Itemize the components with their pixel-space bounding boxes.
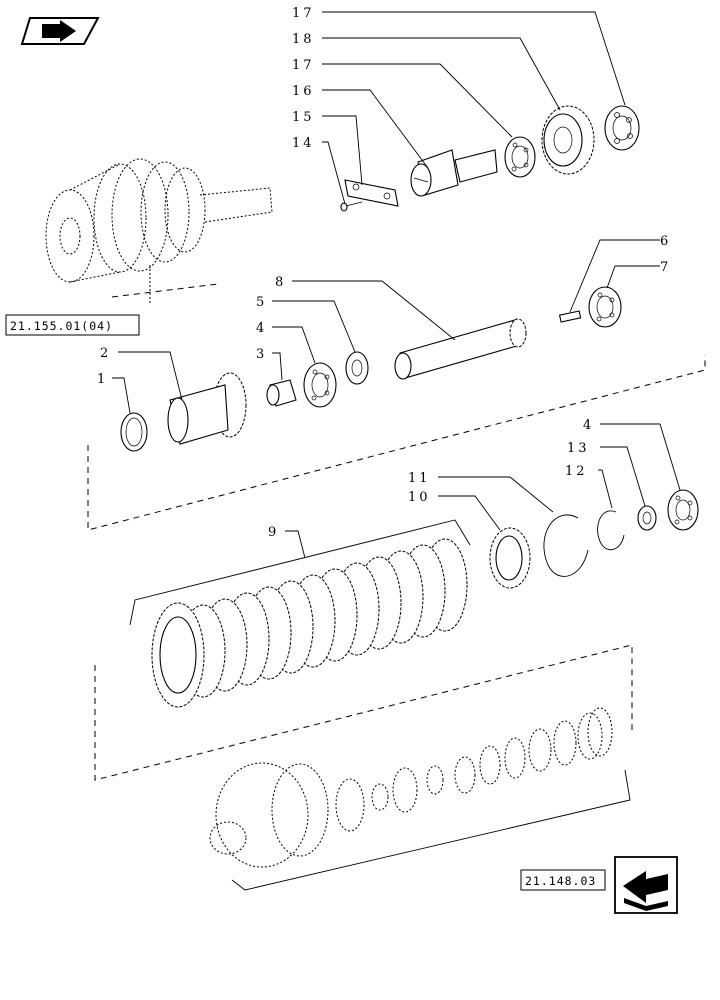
callout-16: 16 <box>292 84 315 99</box>
callout-18: 18 <box>292 32 315 47</box>
callout-1: 1 <box>97 372 108 387</box>
washer-5 <box>345 351 369 385</box>
callout-14: 14 <box>292 136 315 151</box>
gear-18 <box>541 105 595 175</box>
callout-7: 7 <box>660 260 671 275</box>
callout-11: 11 <box>408 471 431 486</box>
next-page-arrow-icon[interactable] <box>614 856 678 914</box>
callout-4-mid: 4 <box>256 321 267 336</box>
callout-10: 10 <box>408 490 431 505</box>
pin-6 <box>558 310 582 323</box>
washer-13 <box>637 505 657 531</box>
callout-6: 6 <box>660 234 671 249</box>
callout-labels: 17 18 17 16 15 14 6 7 8 5 4 3 2 1 4 13 1… <box>97 6 671 540</box>
leader-lines <box>112 11 681 559</box>
reference-upper-label: 21.155.01(04) <box>10 319 113 333</box>
callout-13: 13 <box>567 441 590 456</box>
plate-15 <box>344 179 399 207</box>
callout-17-mid: 17 <box>292 58 315 73</box>
spacer-3 <box>266 379 297 407</box>
bearing-4-mid <box>303 362 337 408</box>
snap-ring-11 <box>543 514 589 577</box>
snap-ring-12 <box>597 510 625 551</box>
bearing-7 <box>588 286 622 328</box>
ring-1 <box>120 412 148 452</box>
callout-2: 2 <box>100 346 111 361</box>
bearing-17-mid <box>504 136 536 178</box>
reference-lower-assembly[interactable]: 21.148.03 <box>520 869 606 891</box>
clutch-pack-9 <box>151 538 468 708</box>
reference-lower-label: 21.148.03 <box>525 874 596 888</box>
callout-8: 8 <box>275 275 286 290</box>
ring-10 <box>489 527 531 589</box>
shaft-16 <box>410 149 498 197</box>
callout-9: 9 <box>268 525 279 540</box>
callout-4-low: 4 <box>583 418 594 433</box>
callout-3: 3 <box>256 347 267 362</box>
hub-2 <box>167 372 247 445</box>
lower-assembly-sketch <box>209 707 613 868</box>
upper-assembly-sketch <box>45 158 273 305</box>
callout-5: 5 <box>256 295 267 310</box>
callout-17-top: 17 <box>292 6 315 21</box>
shaft-8 <box>394 318 527 380</box>
callout-12: 12 <box>565 464 588 479</box>
book-arrow-icon[interactable] <box>20 17 100 45</box>
reference-upper-assembly[interactable]: 21.155.01(04) <box>5 314 140 336</box>
bearing-17-top <box>604 105 640 151</box>
bearing-4-low <box>667 489 699 531</box>
callout-15: 15 <box>292 110 315 125</box>
screw-14 <box>340 201 363 212</box>
